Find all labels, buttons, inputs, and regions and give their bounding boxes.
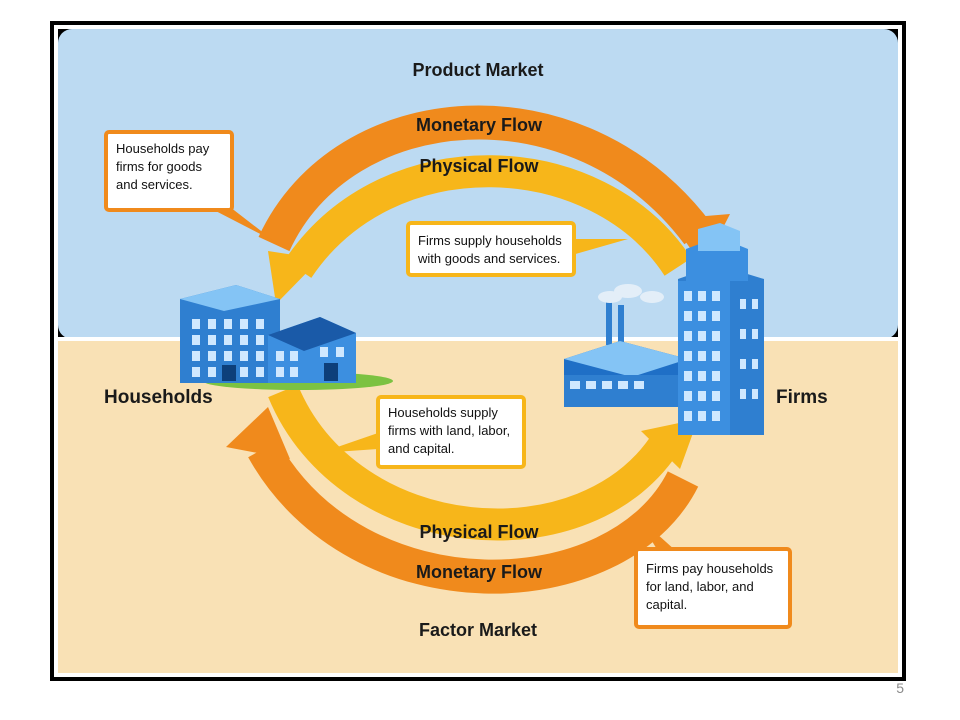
callout-firms-supply-line-2: with goods and services. [417,251,560,266]
callout-firms-supply: Firms supply households with goods and s… [406,221,628,277]
firms-label: Firms [776,387,828,408]
bottom-physical-label: Physical Flow [419,522,539,542]
callout-households-supply-line-3: and capital. [388,441,455,456]
top-physical-arrowhead [268,251,320,304]
factor-market-label: Factor Market [419,620,537,640]
callout-households-pay-line-1: Households pay [116,141,210,156]
callout-households-supply-line-2: firms with land, labor, [388,423,510,438]
top-monetary-label: Monetary Flow [416,115,543,135]
bottom-monetary-label: Monetary Flow [416,562,543,582]
households-label: Households [104,387,213,408]
top-physical-label: Physical Flow [419,156,539,176]
circular-flow-diagram: Monetary Flow Physical Flow Physical Flo… [58,29,898,673]
callout-firms-pay-line-2: for land, labor, and [646,579,754,594]
callout-households-pay: Households pay firms for goods and servi… [104,130,274,241]
callout-firms-pay-line-1: Firms pay households [646,561,774,576]
horizon-line [58,337,898,341]
page-number: 5 [896,680,904,696]
callout-households-supply-line-1: Households supply [388,405,498,420]
callout-firms-supply-line-1: Firms supply households [418,233,562,248]
bottom-physical-arrow [268,384,682,541]
households-buildings-icon [180,285,393,390]
callout-households-pay-line-3: and services. [116,177,193,192]
top-monetary-arrow [258,105,712,252]
callout-households-pay-line-2: firms for goods [116,159,202,174]
product-market-label: Product Market [412,60,543,80]
callout-firms-pay-line-3: capital. [646,597,687,612]
bottom-monetary-arrowhead [226,407,290,459]
callout-households-supply: Households supply firms with land, labor… [320,395,526,469]
top-physical-arrow [284,155,692,279]
firms-buildings-icon [564,223,764,435]
callout-firms-pay: Firms pay households for land, labor, an… [634,515,792,629]
